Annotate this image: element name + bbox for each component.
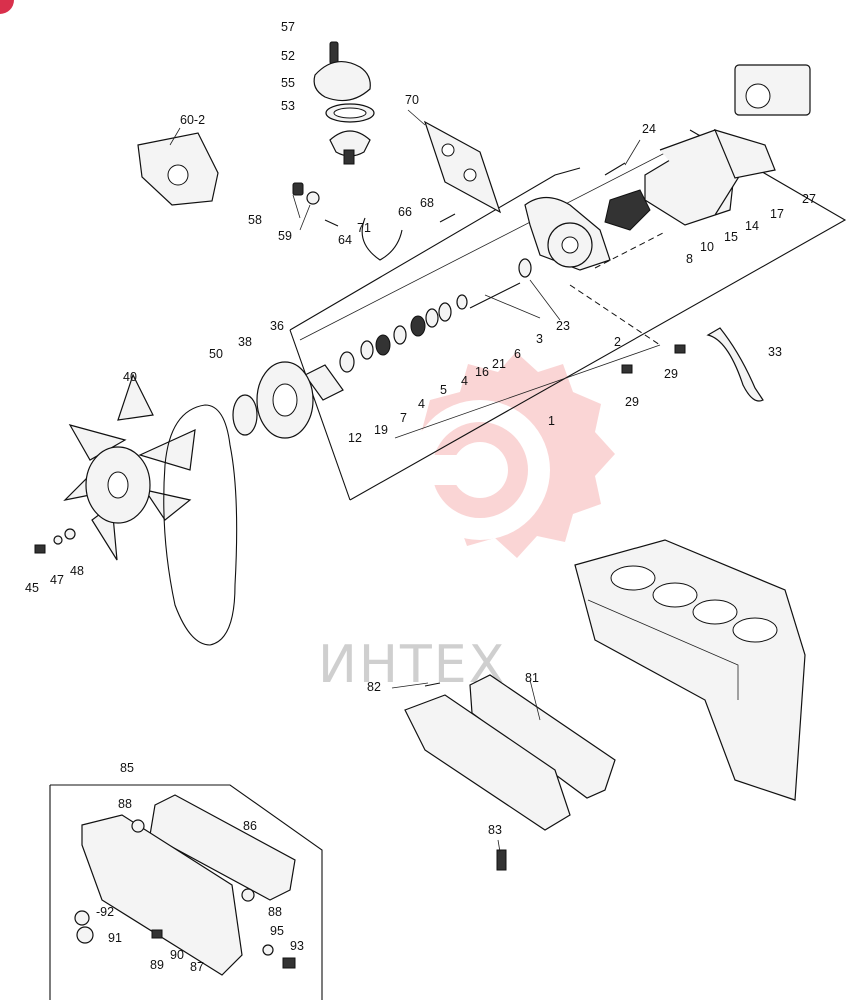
label-70: 70: [405, 93, 419, 107]
label-5: 5: [440, 383, 447, 397]
label-91: 91: [108, 931, 122, 945]
label-48: 48: [70, 564, 84, 578]
label-55: 55: [281, 76, 295, 90]
label-27: 27: [802, 192, 816, 206]
label-92: -92: [96, 905, 114, 919]
leader-lines: [169, 109, 641, 853]
label-21: 21: [492, 357, 506, 371]
label-83: 83: [488, 823, 502, 837]
label-47: 47: [50, 573, 64, 587]
label-12: 12: [348, 431, 362, 445]
label-57: 57: [281, 20, 295, 34]
label-85: 85: [120, 761, 134, 775]
label-81: 81: [525, 671, 539, 685]
label-50: 50: [209, 347, 223, 361]
label-23: 23: [556, 319, 570, 333]
label-16: 16: [475, 365, 489, 379]
gasket-plate-70: [423, 120, 502, 214]
label-6: 6: [514, 347, 521, 361]
label-24: 24: [642, 122, 656, 136]
oil-cooler-housing: [404, 694, 571, 831]
label-45: 45: [25, 581, 39, 595]
bracket-33: [706, 327, 764, 402]
label-29a: 29: [664, 367, 678, 381]
label-7: 7: [400, 411, 407, 425]
v-belt-50: [163, 404, 238, 646]
watermark-logo: [380, 352, 615, 558]
water-pump-body: [524, 64, 811, 271]
label-95: 95: [270, 924, 284, 938]
label-33: 33: [768, 345, 782, 359]
label-1: 1: [548, 414, 555, 428]
label-40: 40: [123, 370, 137, 384]
label-88b: 88: [268, 905, 282, 919]
label-82: 82: [367, 680, 381, 694]
bearing-stack: [304, 294, 468, 401]
label-59: 59: [278, 229, 292, 243]
label-88a: 88: [118, 797, 132, 811]
label-64: 64: [338, 233, 352, 247]
label-89: 89: [150, 958, 164, 972]
label-38: 38: [238, 335, 252, 349]
engine-block: [574, 539, 806, 801]
label-15: 15: [724, 230, 738, 244]
label-29b: 29: [625, 395, 639, 409]
label-10: 10: [700, 240, 714, 254]
label-53: 53: [281, 99, 295, 113]
label-66: 66: [398, 205, 412, 219]
label-93: 93: [290, 939, 304, 953]
oil-cooler-inset: [49, 784, 323, 1000]
spacer-38: [232, 394, 258, 436]
label-4a: 4: [461, 374, 468, 388]
label-3: 3: [536, 332, 543, 346]
label-86: 86: [243, 819, 257, 833]
label-52: 52: [281, 49, 295, 63]
cooling-fan: [63, 373, 196, 561]
label-19: 19: [374, 423, 388, 437]
label-90: 90: [170, 948, 184, 962]
label-60-2: 60-2: [180, 113, 205, 127]
label-68: 68: [420, 196, 434, 210]
label-87: 87: [190, 960, 204, 974]
thermostat-group: [313, 41, 375, 165]
label-14: 14: [745, 219, 759, 233]
label-17: 17: [770, 207, 784, 221]
label-36: 36: [270, 319, 284, 333]
fittings-group: [292, 182, 456, 261]
label-71: 71: [357, 221, 371, 235]
part-labels: 57 52 55 53 60-2 70 24 58 59 64 71 66 68…: [25, 20, 816, 974]
label-4b: 4: [418, 397, 425, 411]
label-2: 2: [614, 335, 621, 349]
label-58: 58: [248, 213, 262, 227]
corner-badge: [0, 0, 14, 14]
label-8: 8: [686, 252, 693, 266]
